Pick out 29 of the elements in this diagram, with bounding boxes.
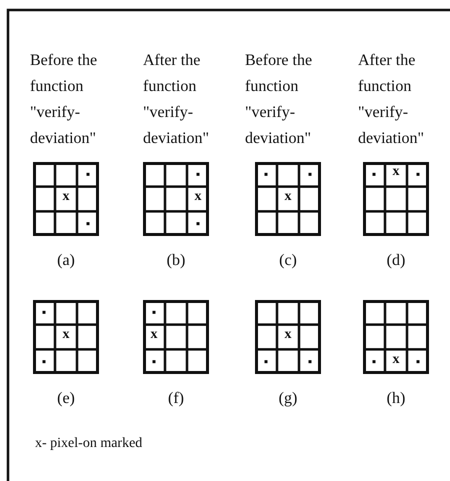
pixel-grid (143, 300, 209, 374)
figure-caption: (d) (386, 252, 406, 270)
pixel-on-mark: x (194, 190, 202, 204)
pixel-grid (143, 162, 209, 236)
figure-caption: (a) (56, 252, 76, 270)
pixel-grid (363, 162, 429, 236)
figure-caption: (c) (278, 252, 298, 270)
pixel-grid (363, 300, 429, 374)
figure-caption: (e) (56, 390, 76, 408)
pixel-on-mark: x (392, 165, 400, 180)
pixel-on-mark: x (62, 328, 70, 342)
pixel-grid (33, 300, 99, 374)
pixel-grid (255, 162, 321, 236)
column-heading: Before the function "verify-deviation" (245, 51, 314, 149)
column-heading: Before the function "verify-deviation" (30, 51, 98, 149)
pixel-on-mark: x (62, 190, 70, 204)
pixel-on-mark: x (284, 190, 292, 204)
pixel-on-mark: x (150, 328, 158, 342)
figure-caption: (h) (386, 390, 406, 408)
column-heading: After the function "verify-deviation" (358, 51, 426, 149)
column-heading: After the function "verify-deviation" (143, 51, 210, 149)
figure-caption: (f) (167, 390, 185, 408)
figure-caption: (g) (278, 390, 298, 408)
pixel-on-mark: x (392, 352, 400, 367)
legend-note: x- pixel-on marked (35, 436, 142, 452)
pixel-on-mark: x (284, 328, 292, 342)
pixel-grid (33, 162, 99, 236)
figure-caption: (b) (166, 252, 186, 270)
pixel-grid (255, 300, 321, 374)
